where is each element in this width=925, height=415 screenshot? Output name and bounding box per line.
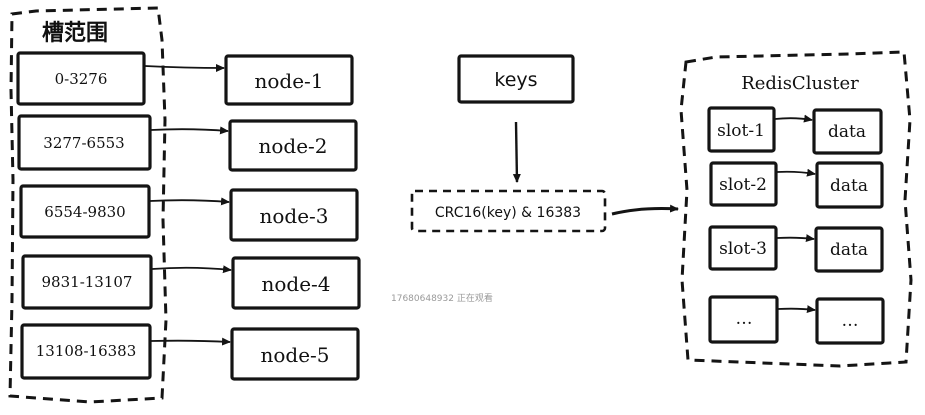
hash-function-box: CRC16(key) & 16383: [410, 189, 607, 233]
range-to-node-arrow-5: [150, 337, 231, 346]
keys-label: keys: [494, 69, 537, 91]
redis-cluster-border: [679, 50, 913, 368]
hash-function-label: CRC16(key) & 16383: [435, 205, 581, 221]
range-label: 9831-13107: [42, 273, 133, 291]
hash-to-cluster-arrow: [611, 204, 679, 216]
viewer-watermark: 17680648932 正在观看: [391, 292, 493, 304]
slot-box-2: slot-2: [709, 161, 778, 207]
range-box-3: 6554-9830: [19, 184, 151, 239]
data-label: data: [830, 240, 868, 260]
slot-to-data-arrow-2: [776, 168, 816, 177]
node-label: node-1: [254, 69, 323, 93]
range-label: 13108-16383: [36, 342, 137, 360]
node-label: node-2: [258, 134, 327, 158]
slot-to-data-arrow-4: [777, 305, 816, 314]
node-box-5: node-5: [230, 327, 360, 381]
data-label: data: [828, 122, 866, 142]
data-label: …: [842, 311, 859, 331]
slot-label: …: [736, 309, 753, 329]
range-to-node-arrow-2: [150, 126, 229, 135]
keys-to-hash-arrow: [512, 121, 521, 183]
node-label: node-5: [260, 343, 329, 367]
slot-box-1: slot-1: [707, 106, 776, 153]
node-box-2: node-2: [228, 119, 358, 172]
data-box-1: data: [812, 108, 883, 155]
data-box-4: …: [815, 297, 885, 345]
keys-box: keys: [457, 54, 575, 104]
slot-box-4: …: [708, 295, 779, 344]
slot-label: slot-3: [719, 239, 767, 259]
node-box-1: node-1: [224, 54, 354, 106]
range-box-4: 9831-13107: [21, 254, 153, 310]
data-label: data: [830, 176, 868, 196]
range-box-5: 13108-16383: [20, 323, 152, 380]
range-to-node-arrow-3: [149, 197, 230, 206]
slot-label: slot-1: [717, 121, 765, 141]
node-box-3: node-3: [229, 188, 359, 242]
slot-range-title: 槽范围: [42, 21, 108, 46]
range-label: 3277-6553: [43, 134, 124, 152]
range-box-1: 0-3276: [16, 51, 146, 106]
range-label: 0-3276: [55, 70, 108, 88]
redis-cluster-title: RedisCluster: [741, 73, 859, 94]
node-label: node-3: [259, 204, 328, 228]
node-box-4: node-4: [231, 256, 361, 310]
data-box-2: data: [815, 161, 884, 209]
data-box-3: data: [814, 226, 884, 273]
slot-box-3: slot-3: [708, 225, 778, 271]
slot-range-group-border: [8, 6, 168, 404]
range-box-2: 3277-6553: [17, 114, 152, 171]
range-to-node-arrow-1: [144, 63, 225, 72]
slot-to-data-arrow-3: [776, 234, 815, 243]
range-to-node-arrow-4: [151, 265, 232, 274]
range-label: 6554-9830: [44, 203, 125, 221]
node-label: node-4: [261, 272, 330, 296]
slot-label: slot-2: [719, 175, 767, 195]
slot-to-data-arrow-1: [774, 114, 813, 123]
